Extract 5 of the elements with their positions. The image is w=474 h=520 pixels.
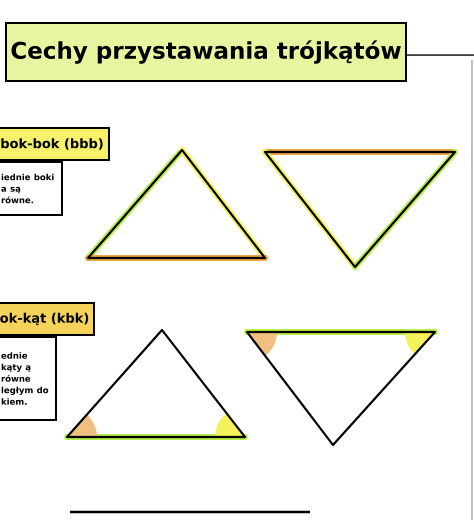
title-banner: Cechy przystawania trójkątów xyxy=(5,22,407,82)
heading-tab: ok-kąt (kbk) xyxy=(0,302,95,336)
note-card: iednie boki a są równe. xyxy=(0,161,63,216)
heading-tab: bok-bok (bbb) xyxy=(0,127,110,161)
note-card: ednie kąty ą równe ległym do kiem. xyxy=(0,336,57,421)
